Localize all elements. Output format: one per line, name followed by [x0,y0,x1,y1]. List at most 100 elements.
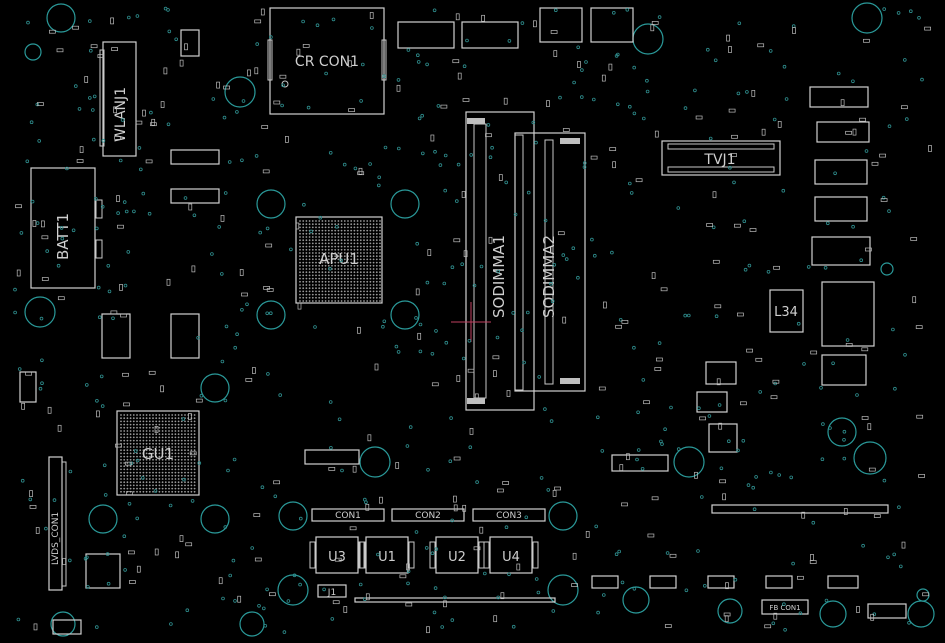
mounting-hole [853,441,887,475]
bga-ball [305,232,308,235]
bga-ball [190,474,193,477]
via [440,625,445,629]
bga-ball [139,439,142,442]
smd-pad [369,12,374,19]
bga-ball [184,458,186,461]
bga-ball [308,271,311,274]
bga-ball [187,465,190,468]
bga-ball [126,433,129,436]
via [417,116,422,121]
bga-ball [129,471,132,474]
bga-ball [350,268,353,270]
via [758,390,762,394]
apu1-label: APU1 [319,250,359,268]
smd-pad [772,379,780,384]
via [896,11,901,15]
bga-ball [155,471,158,474]
bga-ball [145,458,148,461]
bga-ball [334,229,337,232]
bga-ball [366,242,369,245]
gu1-label: GU1 [142,445,174,463]
bga-ball [168,442,170,445]
bga-ball [158,455,161,458]
bga-ball [180,433,183,436]
bga-ball [180,487,183,490]
bga-ball [142,423,145,426]
via [714,314,719,319]
bga-ball [308,280,311,283]
bga-ball [305,226,308,229]
via [309,229,313,234]
bga-ball [308,293,311,296]
bga-ball [299,296,301,299]
bga-ball [148,490,151,493]
bga-ball [142,430,145,432]
bga-ball [152,430,154,432]
smd-pad [279,74,287,79]
smd-pad [379,496,383,504]
bga-ball [324,239,327,242]
bga-ball [340,296,343,299]
bga-ball [145,414,148,416]
bga-ball [315,220,317,222]
via [396,350,401,354]
bga-ball [152,455,154,458]
bga-ball [347,293,349,296]
bga-ball [164,468,167,471]
bga-ball [321,277,324,280]
mounting-hole [277,574,309,606]
bga-ball [343,284,346,286]
bga-ball [129,481,132,484]
bga-ball [379,264,381,267]
via [226,468,230,473]
bga-ball [120,458,122,461]
bga-ball [180,423,183,426]
smd-pad [123,402,130,407]
bga-ball [139,420,142,423]
via [35,221,40,225]
via [917,15,921,20]
bga-ball [353,274,356,277]
bga-ball [379,261,381,264]
via [526,190,531,195]
bga-ball [305,268,308,270]
bga-ball [152,490,154,493]
bga-ball [315,261,317,264]
bga-ball [184,414,186,416]
bga-ball [305,236,308,238]
smd-pad [797,575,804,580]
bga-ball [359,220,362,222]
bga-ball [331,242,333,245]
bga-ball [302,296,305,299]
via [580,68,584,72]
via [223,525,228,529]
smd-pad [699,416,706,421]
bga-ball [187,474,190,477]
bga-ball [366,296,369,299]
bga-ball [145,423,148,426]
bga-ball [184,487,186,490]
bga-ball [327,220,330,222]
bga-ball [184,446,186,448]
via [791,561,795,566]
bga-ball [168,462,170,464]
bga-ball [158,452,161,455]
bga-ball [123,417,126,420]
bga-ball [369,300,372,302]
bga-ball [353,229,356,232]
bga-ball [158,417,161,420]
bga-ball [337,280,340,283]
bga-ball [375,300,378,302]
bga-ball [350,229,353,232]
bga-ball [372,277,375,280]
via [141,191,146,196]
bga-ball [372,252,375,254]
via [59,226,64,230]
via [520,328,524,333]
bga-ball [152,452,154,455]
bga-ball [142,465,145,468]
bga-ball [311,268,314,270]
bga-ball [327,264,330,267]
bga-ball [337,255,340,258]
bga-ball [343,277,346,280]
